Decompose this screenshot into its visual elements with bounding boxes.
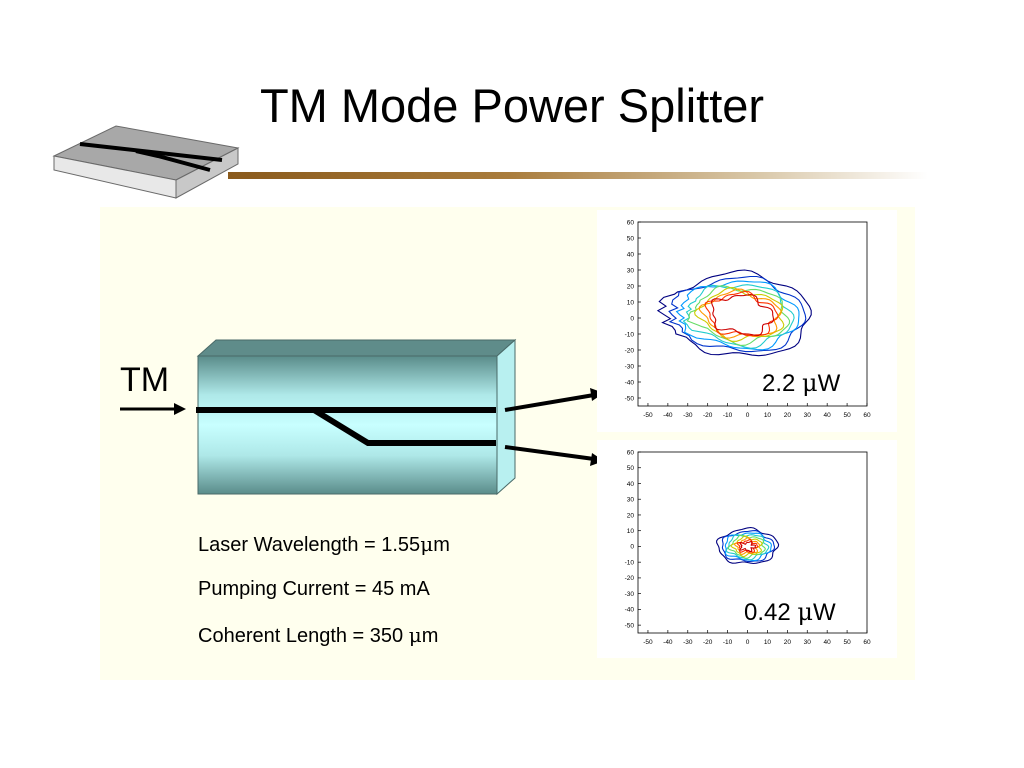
x-tick-label: -50 (643, 412, 653, 419)
contour-line (739, 541, 757, 553)
y-tick-label: 0 (630, 544, 634, 551)
mu-symbol: μ (408, 623, 422, 647)
contour-plot-svg: -50 -40 -30 -20 -10 0 10 20 30 40 50 60 60 50 40 30 20 10… (625, 449, 871, 646)
y-tick-label: -10 (625, 559, 635, 566)
y-tick-label: -50 (625, 395, 635, 402)
x-tick-label: 30 (804, 412, 812, 419)
output-power-top: 2.2 μW (762, 369, 841, 397)
y-tick-label: 20 (627, 283, 635, 290)
x-tick-label: -40 (663, 412, 673, 419)
x-tick-label: 10 (764, 412, 772, 419)
tm-input-label: TM (120, 361, 170, 399)
x-tick-label: 10 (764, 639, 772, 646)
contour-line (716, 526, 780, 565)
contour-line (710, 294, 775, 337)
y-tick-label: 20 (627, 512, 635, 519)
contour-line (682, 284, 795, 349)
mu-symbol: μ (797, 598, 813, 626)
waveguide-paths (196, 407, 496, 446)
y-tick-label: -10 (625, 331, 635, 338)
output-power-bottom: 0.42 μW (744, 598, 836, 626)
x-tick-label: 60 (863, 412, 871, 419)
output-arrow-bottom (504, 445, 604, 466)
contour-line (704, 290, 779, 337)
contour-line (675, 280, 800, 351)
mu-symbol: μ (802, 369, 818, 397)
y-tick-label: -30 (625, 363, 635, 370)
param-wavelength: Laser Wavelength = 1.55μm (198, 532, 450, 556)
x-tick-label: 20 (784, 412, 792, 419)
title-divider (228, 172, 928, 179)
plot-frame (637, 221, 868, 407)
param-coherent-length: Coherent Length = 350 μm (198, 623, 439, 647)
x-tick-label: -30 (683, 639, 693, 646)
y-tick-label: -20 (625, 347, 635, 354)
contour-line (656, 269, 812, 357)
x-tick-label: -10 (723, 639, 733, 646)
x-tick-label: -40 (663, 639, 673, 646)
contour-plot-bottom: -50 -40 -30 -20 -10 0 10 20 30 40 50 60 60 50 40 30 20 10… (597, 440, 897, 658)
plot-frame (637, 451, 868, 634)
y-tick-label: 50 (627, 235, 635, 242)
y-tick-label: 40 (627, 251, 635, 258)
y-tick-label: 10 (627, 299, 635, 306)
waveguide-chip-icon (52, 125, 240, 199)
x-tick-label: -10 (723, 412, 733, 419)
contour-line (730, 535, 763, 558)
input-arrow (120, 403, 186, 415)
x-tick-label: -20 (703, 412, 713, 419)
y-tick-label: 0 (630, 315, 634, 322)
x-tick-label: 0 (746, 412, 750, 419)
x-tick-label: 50 (843, 412, 851, 419)
y-tick-label: 30 (627, 497, 635, 504)
y-tick-label: -30 (625, 591, 635, 598)
contour-plot-top: -50 -40 -30 -20 -10 0 10 20 30 40 50 60 60 50 40 30 20 10… (597, 210, 897, 432)
y-tick-label: 60 (627, 449, 635, 456)
contour-line (724, 532, 772, 562)
slide-title: TM Mode Power Splitter (259, 79, 765, 132)
x-tick-label: 60 (863, 639, 871, 646)
y-tick-label: -40 (625, 379, 635, 386)
contour-line (668, 275, 807, 353)
contour-plot-svg: -50 -40 -30 -20 -10 0 10 20 30 40 50 60 60 50 40 30 20 10… (625, 219, 871, 419)
x-tick-label: -50 (643, 639, 653, 646)
mu-symbol: μ (420, 532, 434, 556)
y-tick-label: 40 (627, 481, 635, 488)
x-tick-label: 40 (824, 639, 832, 646)
x-tick-label: 0 (746, 639, 750, 646)
x-tick-label: -30 (683, 412, 693, 419)
x-tick-label: 50 (843, 639, 851, 646)
x-tick-label: -20 (703, 639, 713, 646)
contour-line (686, 285, 791, 346)
param-pumping-current: Pumping Current = 45 mA (198, 578, 430, 600)
y-tick-label: 30 (627, 267, 635, 274)
x-tick-label: 30 (804, 639, 812, 646)
y-tick-label: 60 (627, 219, 635, 226)
y-tick-label: 50 (627, 465, 635, 472)
x-tick-label: 20 (784, 639, 792, 646)
x-tick-label: 40 (824, 412, 832, 419)
y-tick-label: 10 (627, 528, 635, 535)
y-tick-label: -40 (625, 607, 635, 614)
waveguide-block (196, 338, 517, 496)
output-arrow-top (504, 388, 604, 412)
y-tick-label: -20 (625, 575, 635, 582)
contour-line (694, 287, 785, 342)
y-tick-label: -50 (625, 622, 635, 629)
